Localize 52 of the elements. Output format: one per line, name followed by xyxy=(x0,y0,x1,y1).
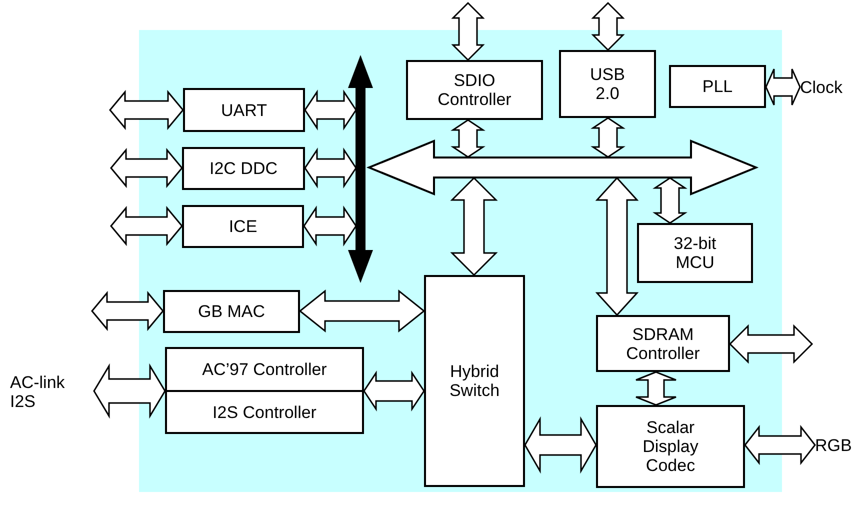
double-arrow xyxy=(298,289,426,333)
chip-background xyxy=(139,30,782,492)
double-arrow xyxy=(450,176,498,276)
block-box xyxy=(669,65,766,108)
block-label: AC’97 Controller xyxy=(202,360,327,379)
block-label: Hybrid Switch xyxy=(448,362,501,400)
double-arrow xyxy=(450,119,486,158)
block-box xyxy=(183,88,305,132)
double-arrow xyxy=(744,424,816,466)
block-box xyxy=(637,223,753,283)
double-arrow xyxy=(524,416,597,474)
block-box xyxy=(165,390,364,434)
double-arrow xyxy=(363,370,425,412)
block-label: Scalar Display Codec xyxy=(642,418,700,475)
block-box xyxy=(406,60,543,120)
double-arrow xyxy=(304,148,357,188)
block-label: I2C DDC xyxy=(209,159,278,178)
double-arrow xyxy=(635,371,677,406)
block-label: GB MAC xyxy=(198,302,266,321)
block-box xyxy=(165,347,364,392)
block-label: UART xyxy=(221,100,267,120)
double-arrow xyxy=(110,206,183,246)
double-arrow xyxy=(765,68,801,106)
signal-label: RGB xyxy=(815,436,852,454)
block-box xyxy=(596,405,745,488)
block-box xyxy=(424,275,525,487)
block-box xyxy=(182,147,305,190)
double-arrow xyxy=(91,290,164,332)
block-label: I2S Controller xyxy=(212,402,316,422)
block-label: SDRAM Controller xyxy=(625,324,701,362)
double-arrow xyxy=(110,148,183,188)
block-label: USB 2.0 xyxy=(589,65,626,103)
double-arrow xyxy=(590,117,626,158)
block-label: PLL xyxy=(702,77,733,96)
block-label: 32-bit MCU xyxy=(672,234,718,272)
block-label: ICE xyxy=(228,217,258,236)
block-label: SDIO Controller xyxy=(436,71,512,109)
double-arrow xyxy=(304,90,357,130)
double-arrow xyxy=(728,324,814,364)
double-arrow xyxy=(652,177,688,224)
block-box xyxy=(559,50,656,118)
signal-label: Clock xyxy=(800,78,843,96)
signal-label: AC-link I2S xyxy=(10,373,66,411)
block-box xyxy=(182,205,304,248)
double-arrow xyxy=(303,206,357,246)
double-arrow xyxy=(109,90,184,130)
double-arrow xyxy=(451,2,485,62)
double-arrow xyxy=(591,2,625,52)
block-box xyxy=(596,315,730,372)
block-box xyxy=(163,290,300,333)
double-arrow xyxy=(93,363,166,419)
double-arrow xyxy=(595,176,639,316)
